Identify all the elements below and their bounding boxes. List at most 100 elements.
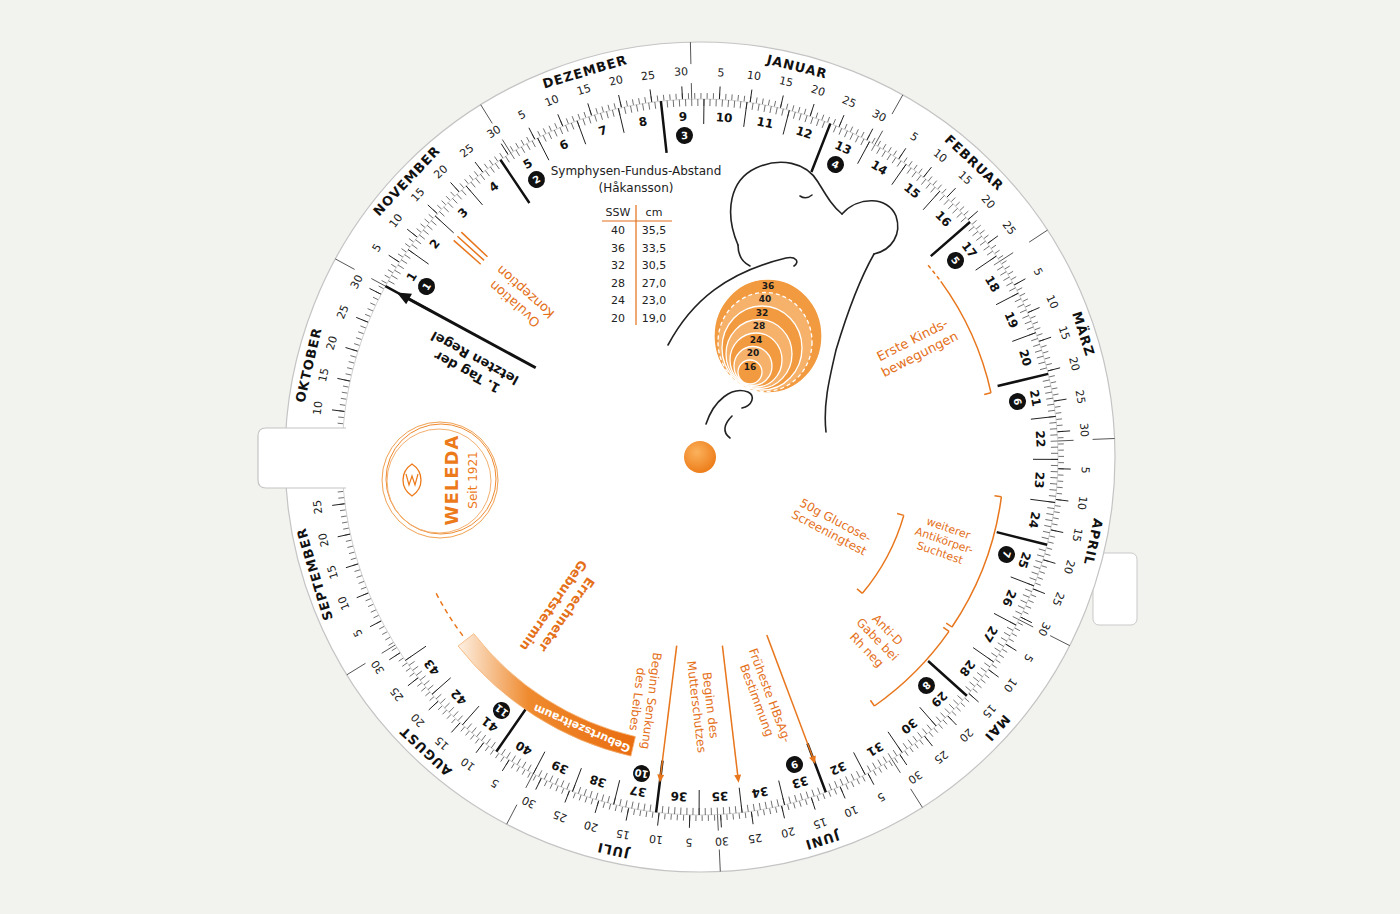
month-number: 3 — [675, 126, 693, 144]
breast-outline — [842, 201, 898, 254]
day-number: 30 — [1077, 422, 1091, 437]
start-arrow-head — [397, 292, 412, 304]
range-dashed — [435, 592, 462, 636]
logo-ring — [382, 422, 498, 538]
belly-ring — [714, 279, 822, 393]
logo-ring — [386, 424, 496, 534]
day-number: 25 — [640, 68, 656, 83]
table-cell: 28 — [611, 277, 625, 290]
week-number: 9 — [679, 110, 688, 125]
head-outline — [731, 162, 842, 245]
table-cell: 40 — [611, 224, 625, 237]
arm-outline — [668, 258, 797, 345]
table-cell: 32 — [611, 260, 625, 273]
logo-leaf-mark — [406, 474, 418, 485]
week-lines — [405, 99, 1058, 815]
month-lines — [385, 101, 1048, 812]
disc-tab — [258, 428, 346, 488]
range-bracket-dashed — [928, 265, 941, 281]
closed-eye — [800, 195, 812, 198]
table-cell: 30,5 — [642, 260, 667, 273]
table-rules — [602, 205, 672, 325]
day-number: 20 — [779, 824, 796, 840]
week-number: 36 — [670, 789, 688, 804]
body-outline — [825, 254, 874, 432]
week-number: 8 — [637, 114, 648, 130]
belly-ring — [734, 347, 772, 386]
period-band: Geburtszeitraum — [456, 631, 638, 759]
logo-leaf — [403, 464, 421, 496]
band-fill — [458, 634, 635, 756]
week-number: 35 — [711, 789, 729, 804]
belly-week: 24 — [750, 334, 763, 345]
table-cell: 20 — [611, 312, 625, 325]
table-cell: 23,0 — [642, 295, 667, 308]
leader-arrow-head — [809, 755, 816, 764]
brand-since: Seit 1921 — [466, 451, 480, 508]
table-cell: 24 — [611, 295, 625, 308]
day-number: 10 — [648, 832, 663, 847]
center-pivot — [684, 441, 716, 473]
day-number: 30 — [674, 66, 689, 80]
band-label: Geburtszeitraum — [532, 701, 633, 755]
week-number: 22 — [1032, 430, 1047, 447]
inner-disc-edge — [342, 99, 1058, 815]
body-outline — [725, 416, 732, 438]
day-number: 25 — [311, 499, 326, 515]
brand-logo: WELEDASeit 1921 — [378, 418, 502, 542]
day-number: 25 — [1073, 389, 1088, 405]
belly-week: 40 — [759, 294, 772, 305]
table-cell: 33,5 — [642, 242, 667, 255]
date-scale — [285, 42, 1114, 871]
month-badge: 3 — [675, 126, 693, 144]
week-number: 21 — [1026, 389, 1043, 408]
leader-arrow-head — [657, 774, 664, 782]
day-number: 5 — [685, 835, 692, 848]
table-cell: 27,0 — [642, 277, 667, 290]
day-number: 30 — [715, 834, 730, 848]
month-badge: 10 — [631, 764, 651, 784]
day-number: 5 — [1078, 466, 1091, 473]
woman-illustration — [668, 162, 898, 438]
leader-arrow-head — [734, 774, 741, 782]
month-number: 6 — [1007, 391, 1027, 411]
day-number: 10 — [1075, 495, 1090, 510]
day-number: 20 — [316, 532, 332, 549]
table-cell: 19,0 — [642, 312, 667, 325]
outer-disc — [285, 42, 1115, 872]
day-number: 5 — [717, 66, 725, 80]
day-number: 15 — [1069, 527, 1085, 543]
leader-arrow — [722, 646, 737, 776]
month-number: 10 — [631, 764, 651, 784]
week-number: 34 — [751, 783, 770, 800]
belly-week: 36 — [762, 280, 775, 291]
table-header: SSW — [606, 206, 631, 219]
logo-ring — [387, 429, 491, 533]
day-number: 10 — [746, 68, 762, 83]
table-cell: 35,5 — [642, 224, 667, 237]
logo-rings — [378, 418, 502, 542]
belly-week: 20 — [747, 348, 760, 359]
table-title: Symphysen-Fundus-Abstand (Håkansson) — [540, 163, 732, 197]
week-number: 23 — [1031, 471, 1046, 489]
week-number: 10 — [715, 110, 733, 126]
shoulder-outline — [738, 245, 750, 266]
month-badge: 6 — [1007, 391, 1027, 411]
belly-week: 32 — [756, 307, 769, 318]
belly-week: 16 — [744, 361, 757, 372]
month-separators — [285, 42, 1114, 871]
belly-rings — [714, 279, 822, 393]
table-header: cm — [646, 206, 663, 219]
ovulation-marks — [454, 232, 488, 264]
belly-ring — [738, 360, 762, 384]
belly-ring — [722, 306, 802, 390]
table-cell: 36 — [611, 242, 625, 255]
belly-ring — [718, 293, 812, 392]
belly-ring — [730, 333, 782, 387]
belly-week: 28 — [753, 321, 766, 332]
brand-name: WELEDA — [441, 435, 463, 526]
day-ticks-long — [329, 86, 1071, 827]
belly-ring — [726, 320, 792, 389]
